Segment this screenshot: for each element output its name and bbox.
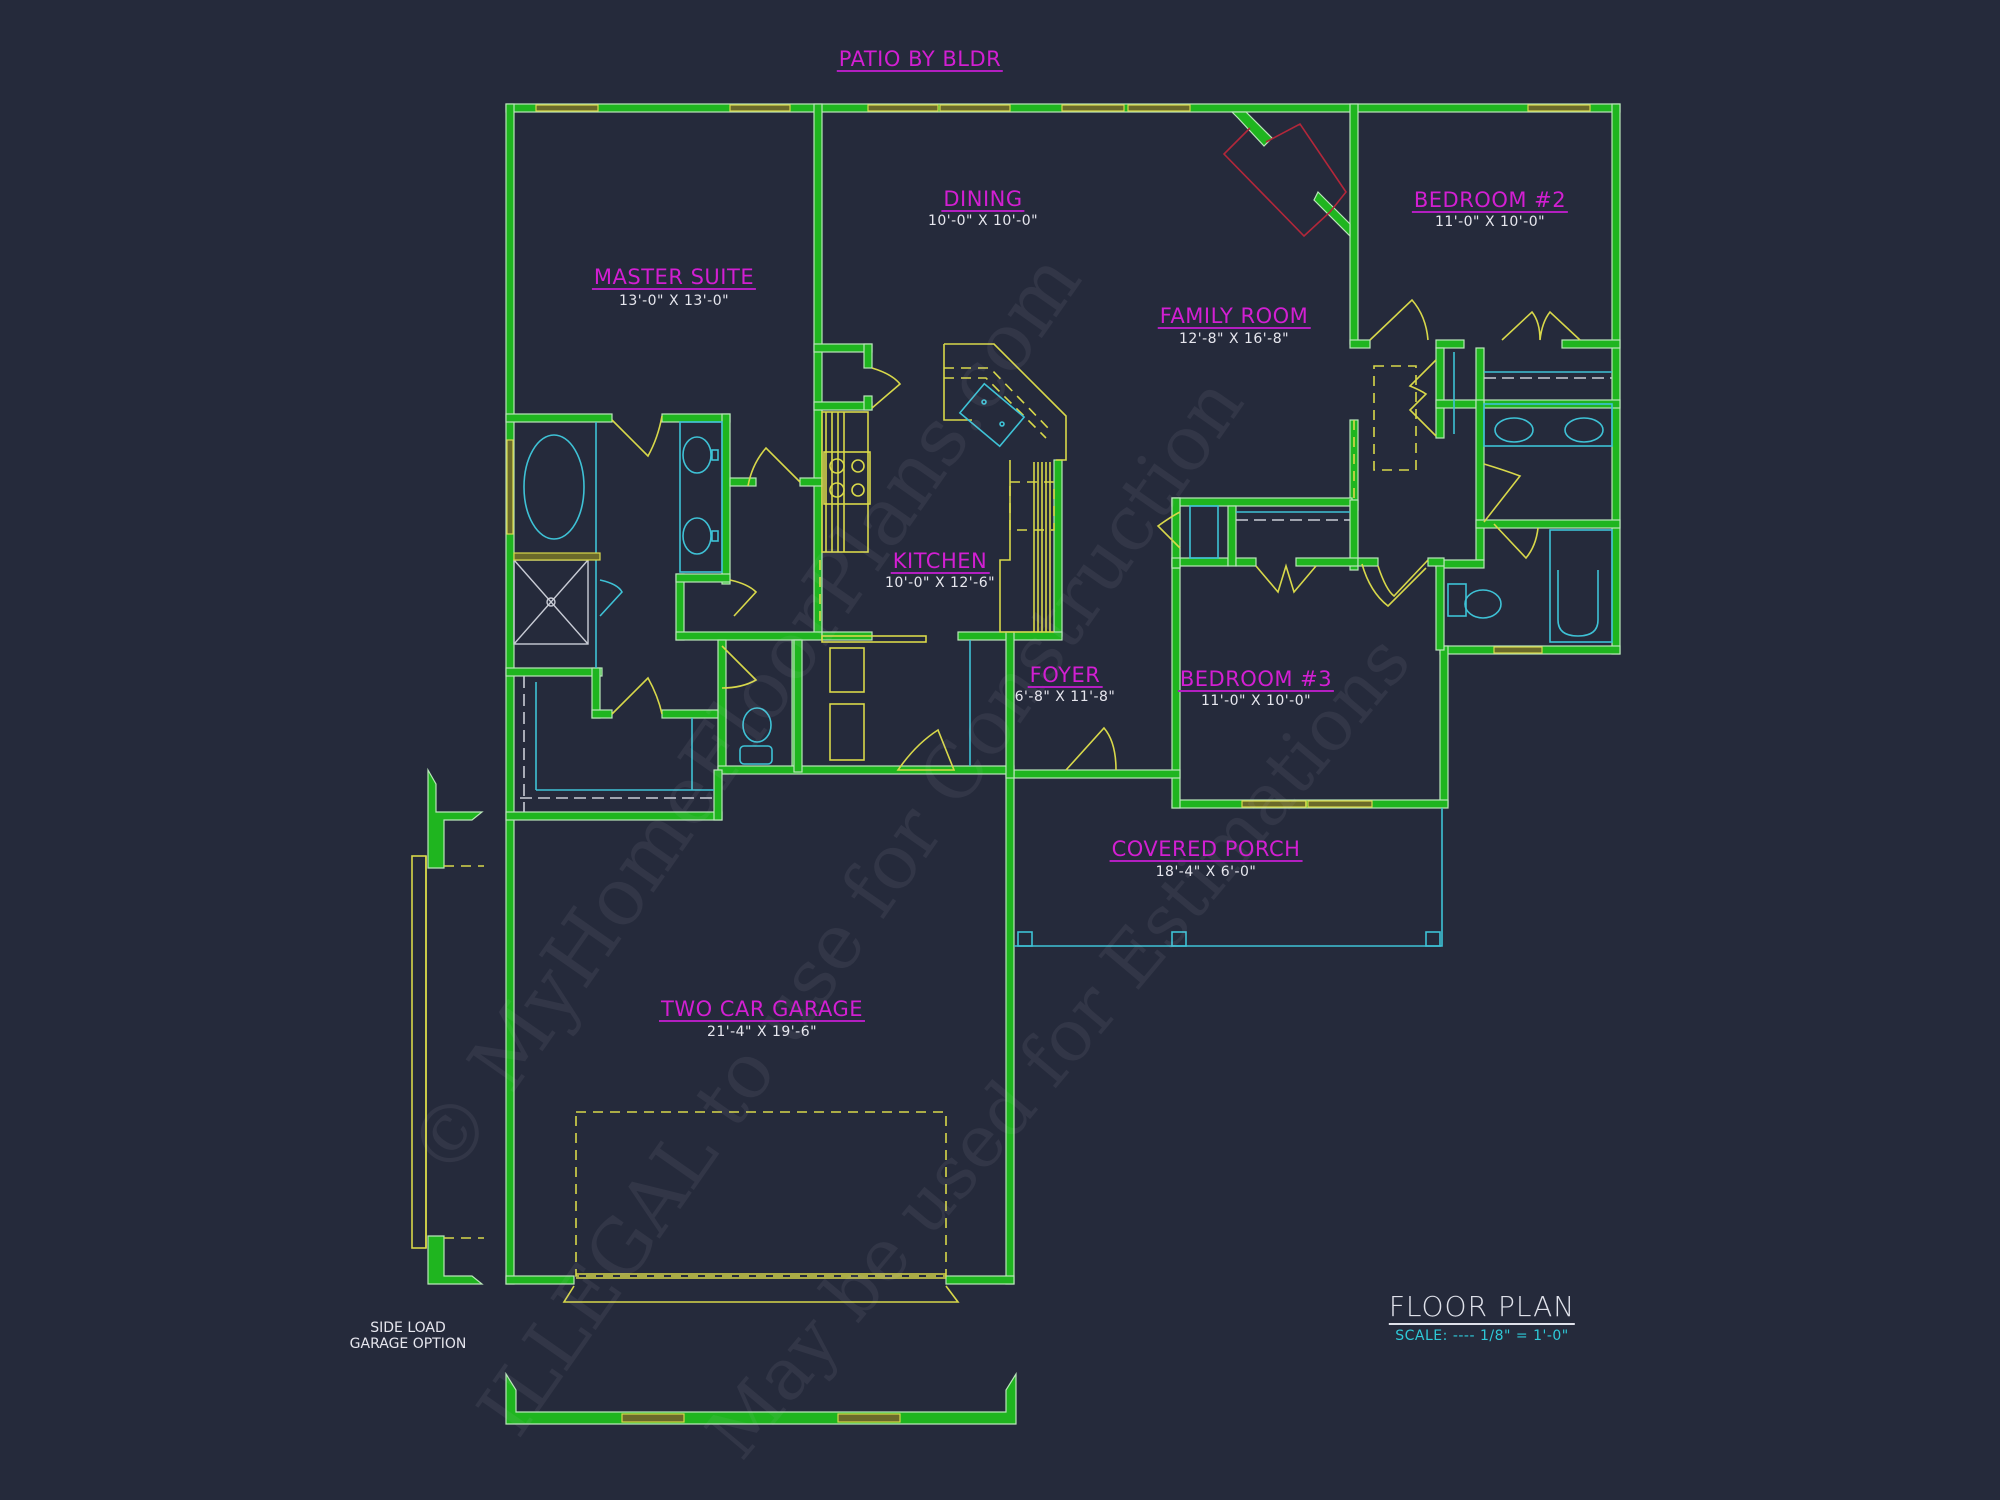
room-dims-kitchen: 10'-0" X 12'-6" bbox=[884, 575, 996, 591]
room-dims-family-room: 12'-8" X 16'-8" bbox=[1178, 331, 1290, 347]
room-dims-bedroom-2: 11'-0" X 10'-0" bbox=[1434, 214, 1546, 230]
patio-label: PATIO BY BLDR bbox=[836, 47, 1004, 72]
side-load-note-line2: GARAGE OPTION bbox=[349, 1336, 467, 1352]
room-name-dining: DINING bbox=[941, 187, 1025, 212]
room-dims-dining: 10'-0" X 10'-0" bbox=[927, 213, 1039, 229]
room-dims-bedroom-3: 11'-0" X 10'-0" bbox=[1200, 693, 1312, 709]
room-name-foyer: FOYER bbox=[1027, 663, 1103, 688]
master-doors bbox=[611, 415, 801, 715]
kitchen-fixtures bbox=[819, 343, 1117, 771]
fireplace bbox=[1222, 111, 1351, 238]
room-name-bedroom-3: BEDROOM #3 bbox=[1177, 667, 1335, 692]
room-dims-two-car-garage: 21'-4" X 19'-6" bbox=[706, 1024, 818, 1040]
garage-door bbox=[562, 1111, 960, 1303]
room-name-bedroom-2: BEDROOM #2 bbox=[1411, 188, 1569, 213]
side-load-option bbox=[411, 767, 1017, 1425]
porch-outline bbox=[1014, 808, 1443, 947]
master-bath-fixtures bbox=[513, 421, 773, 812]
plan-title: FLOOR PLAN bbox=[1388, 1290, 1576, 1325]
bath2-fixtures bbox=[1353, 298, 1613, 643]
room-name-kitchen: KITCHEN bbox=[890, 549, 990, 574]
room-name-family-room: FAMILY ROOM bbox=[1157, 304, 1311, 329]
bed3-doors bbox=[1156, 505, 1429, 598]
room-name-master-suite: MASTER SUITE bbox=[591, 265, 757, 290]
windows bbox=[506, 104, 1591, 808]
side-load-garage-note: SIDE LOAD GARAGE OPTION bbox=[350, 1320, 467, 1352]
room-name-two-car-garage: TWO CAR GARAGE bbox=[658, 997, 866, 1022]
room-dims-foyer: 6'-8" X 11'-8" bbox=[1014, 689, 1116, 705]
room-dims-master-suite: 13'-0" X 13'-0" bbox=[618, 293, 730, 309]
plan-scale: SCALE: ---- 1/8" = 1'-0" bbox=[1395, 1328, 1569, 1344]
side-load-note-line1: SIDE LOAD bbox=[370, 1320, 446, 1336]
room-dims-covered-porch: 18'-4" X 6'-0" bbox=[1155, 864, 1257, 880]
room-name-covered-porch: COVERED PORCH bbox=[1109, 837, 1303, 862]
